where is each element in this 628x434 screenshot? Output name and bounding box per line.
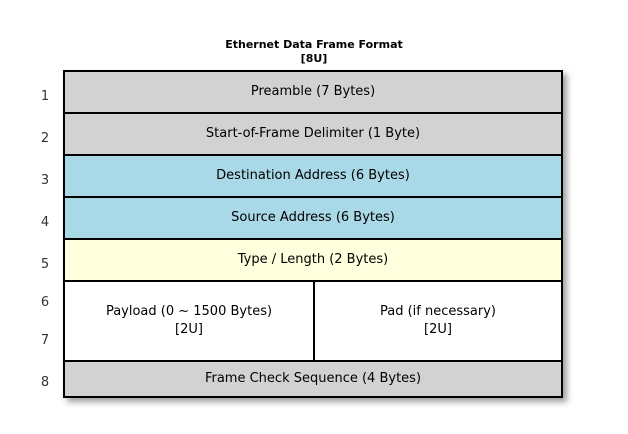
frame-field-payload-label: Payload (0 ~ 1500 Bytes) bbox=[105, 304, 273, 319]
frame-field-preamble: Preamble (7 Bytes) bbox=[65, 72, 561, 114]
frame-field-pad-text: Pad (if necessary) [2U] bbox=[380, 303, 496, 339]
row-number-2: 2 bbox=[40, 131, 50, 146]
row-number-8: 8 bbox=[40, 375, 50, 390]
diagram-title-block: Ethernet Data Frame Format [8U] bbox=[0, 38, 628, 66]
frame-field-label: Frame Check Sequence (4 Bytes) bbox=[204, 371, 422, 386]
frame-field-label: Type / Length (2 Bytes) bbox=[237, 252, 389, 267]
row-number-3: 3 bbox=[40, 173, 50, 188]
row-number-5: 5 bbox=[40, 257, 50, 272]
frame-field-label: Destination Address (6 Bytes) bbox=[216, 168, 410, 183]
frame-field-pad-sublabel: [2U] bbox=[424, 322, 452, 337]
frame-field-label: Source Address (6 Bytes) bbox=[231, 210, 395, 225]
frame-field-label: Start-of-Frame Delimiter (1 Byte) bbox=[205, 126, 421, 141]
frame-field-type-length: Type / Length (2 Bytes) bbox=[65, 240, 561, 282]
frame-field-pad: Pad (if necessary) [2U] bbox=[315, 282, 561, 360]
frame-field-label: Preamble (7 Bytes) bbox=[250, 84, 376, 99]
frame-field-payload-text: Payload (0 ~ 1500 Bytes) [2U] bbox=[106, 303, 272, 339]
row-number-1: 1 bbox=[40, 89, 50, 104]
ethernet-frame-table: Preamble (7 Bytes) Start-of-Frame Delimi… bbox=[63, 70, 563, 398]
frame-field-destination-address: Destination Address (6 Bytes) bbox=[65, 156, 561, 198]
frame-field-source-address: Source Address (6 Bytes) bbox=[65, 198, 561, 240]
frame-field-payload-sublabel: [2U] bbox=[175, 322, 203, 337]
frame-field-frame-check-sequence: Frame Check Sequence (4 Bytes) bbox=[65, 362, 561, 396]
frame-field-start-of-frame-delimiter: Start-of-Frame Delimiter (1 Byte) bbox=[65, 114, 561, 156]
row-number-6: 6 bbox=[40, 295, 50, 310]
row-number-7: 7 bbox=[40, 333, 50, 348]
row-number-4: 4 bbox=[40, 215, 50, 230]
page-title: Ethernet Data Frame Format bbox=[225, 38, 403, 51]
page-subtitle: [8U] bbox=[300, 52, 328, 65]
frame-field-pad-label: Pad (if necessary) bbox=[379, 304, 496, 319]
frame-field-payload: Payload (0 ~ 1500 Bytes) [2U] bbox=[65, 282, 315, 360]
row-number-gutter: 1 2 3 4 5 6 7 8 bbox=[30, 70, 60, 398]
frame-field-payload-pad-row: Payload (0 ~ 1500 Bytes) [2U] Pad (if ne… bbox=[65, 282, 561, 362]
